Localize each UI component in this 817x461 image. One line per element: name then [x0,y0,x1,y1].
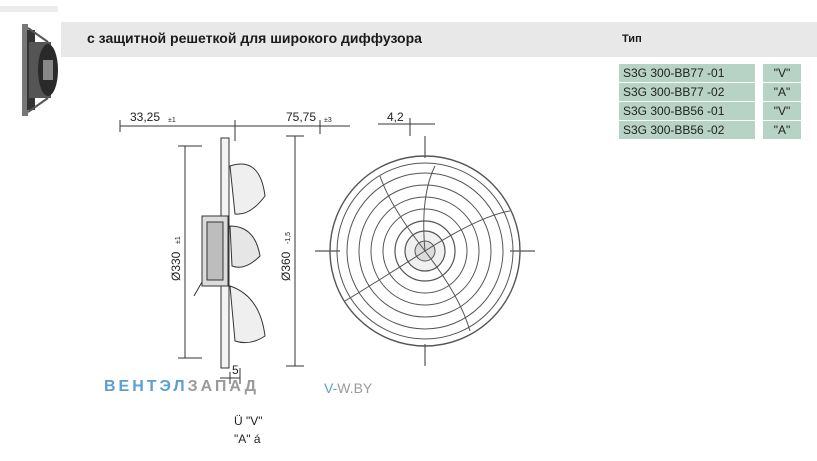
technical-drawing: 33,25 ±1 75,75 ±3 4,2 Ø330 ±1 Ø360 -1,5 … [90,96,590,391]
fan-thumbnail-icon [18,20,58,120]
dim-e-tolerance: -1,5 [285,232,292,244]
type-variant: "V" [763,102,801,120]
note-line-1: Ü "V" [234,414,263,428]
brand-part-a: ВЕНТЭЛ [104,378,188,395]
header-bar [61,22,817,57]
type-model: S3G 300-BB77 -02 [619,83,755,101]
dim-b-label: 75,75 [286,110,316,124]
thumbnail-divider [0,6,58,12]
dim-a-label: 33,25 [130,110,160,124]
dim-d-label: Ø330 [169,251,183,281]
type-table: S3G 300-BB77 -01 "V" S3G 300-BB77 -02 "A… [619,64,801,140]
type-model: S3G 300-BB77 -01 [619,64,755,82]
type-row: S3G 300-BB77 -02 "A" [619,83,801,101]
type-variant: "A" [763,83,801,101]
note-line-2: "A" á [234,432,261,446]
brand-site: V-W.BY [324,380,372,396]
type-variant: "V" [763,64,801,82]
section-title: с защитной решеткой для широкого диффузо… [87,30,422,46]
dim-b-tolerance: ±3 [324,117,332,124]
brand-site-b: W.BY [337,380,373,396]
dim-c-label: 4,2 [387,110,404,124]
dim-e-label: Ø360 [279,251,293,281]
side-view [119,120,350,384]
brand-part-b: ЗАПАД [187,378,259,395]
type-column-label: Тип [622,33,642,45]
dim-a-tolerance: ±1 [168,117,176,124]
brand-site-a: V- [324,380,338,396]
type-row: S3G 300-BB56 -02 "A" [619,121,801,139]
dim-f-label: 5 [232,363,239,377]
type-model: S3G 300-BB56 -01 [619,102,755,120]
type-row: S3G 300-BB77 -01 "V" [619,64,801,82]
dim-d-tolerance: ±1 [175,236,182,244]
type-model: S3G 300-BB56 -02 [619,121,755,139]
brand-watermark: ВЕНТЭЛЗАПАД [104,378,259,396]
front-view [315,118,535,366]
type-variant: "A" [763,121,801,139]
type-row: S3G 300-BB56 -01 "V" [619,102,801,120]
